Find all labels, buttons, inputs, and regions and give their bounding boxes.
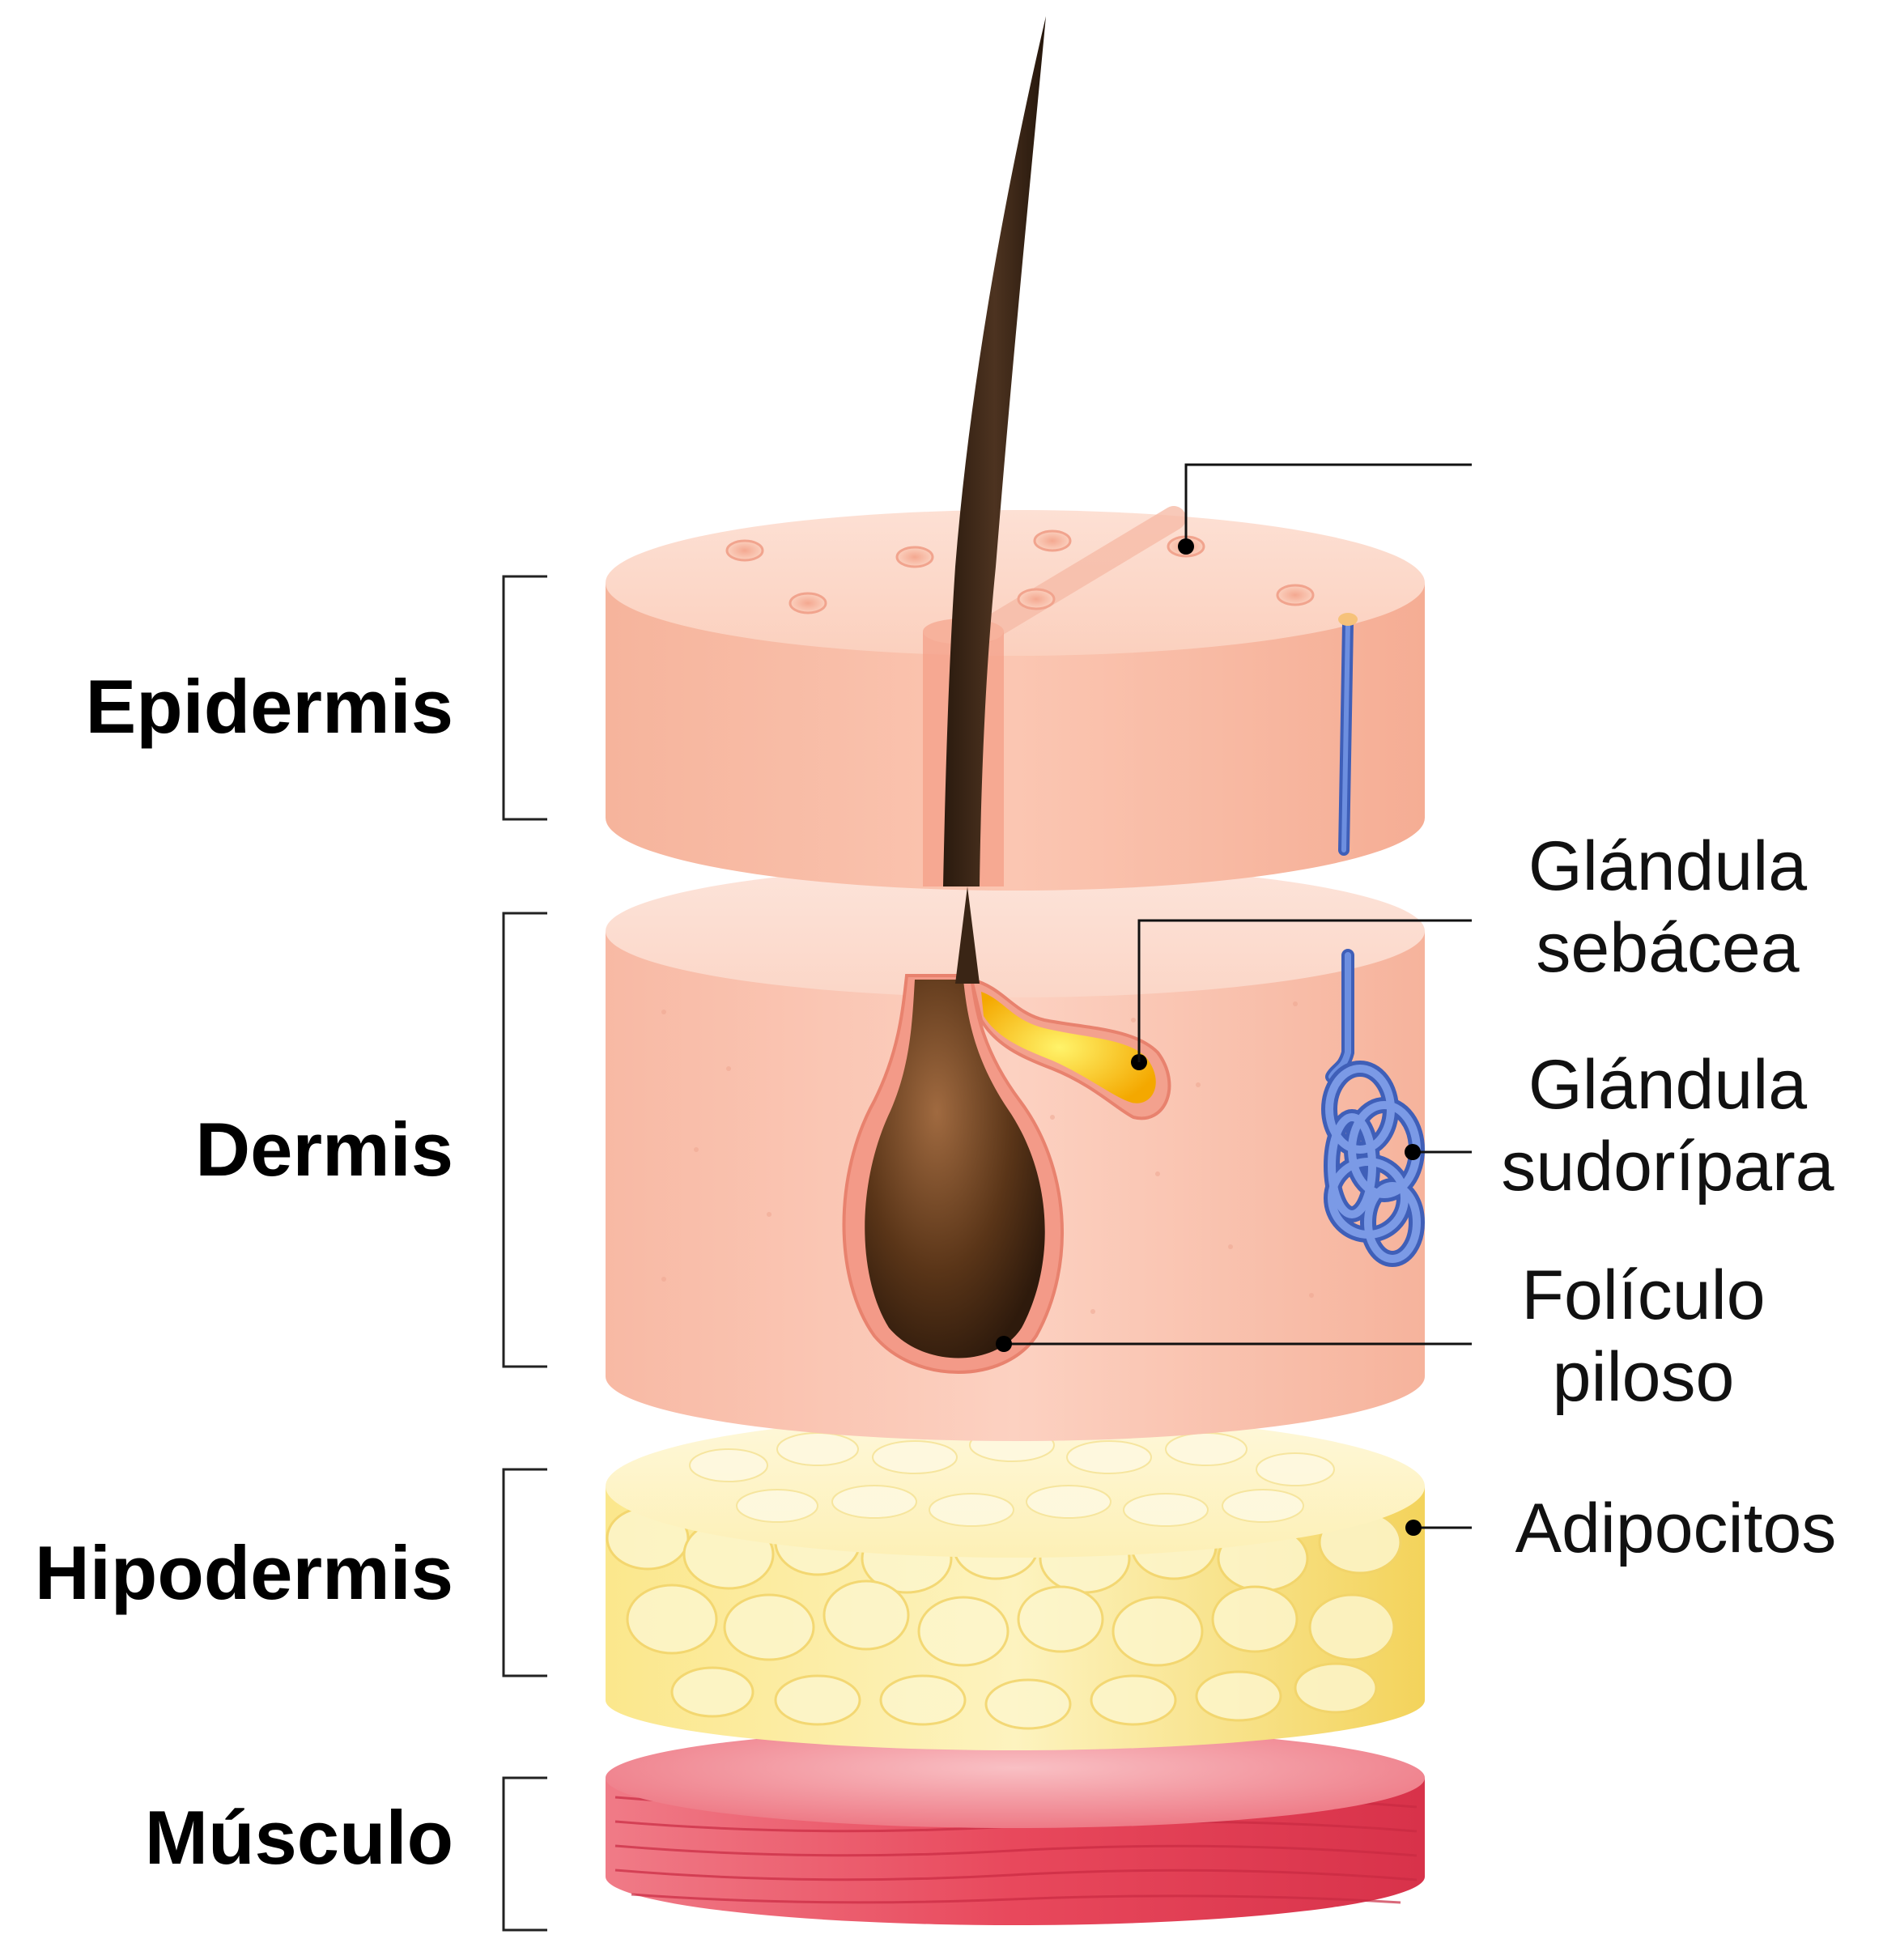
label-adipocytes: Adipocitos [1481, 1488, 1870, 1570]
label-sweat-line2: sudorípara [1481, 1126, 1854, 1208]
callout-dot-follicle [996, 1336, 1012, 1352]
label-sweat-gland: Glándula sudorípara [1481, 1044, 1854, 1209]
epidermis-layer [606, 510, 1425, 891]
label-hair-follicle: Folículo piloso [1481, 1255, 1805, 1419]
label-hipodermis: Hipodermis [0, 1535, 453, 1611]
label-follicle-line1: Folículo [1481, 1255, 1805, 1337]
label-sebaceous-line2: sebácea [1481, 908, 1854, 989]
callout-dot-sweat [1405, 1144, 1421, 1160]
bracket-epidermis [504, 576, 547, 819]
bracket-hipodermis [504, 1469, 547, 1676]
layer-brackets [504, 576, 547, 1930]
bracket-musculo [504, 1778, 547, 1930]
label-sweat-line1: Glándula [1481, 1044, 1854, 1126]
label-sebaceous-gland: Glándula sebácea [1481, 826, 1854, 990]
label-follicle-line2: piloso [1481, 1337, 1805, 1418]
dermis-layer [606, 865, 1425, 1441]
callout-dot-pore [1178, 538, 1194, 555]
callout-dot-adipocytes [1405, 1520, 1422, 1536]
hypodermis-layer [606, 1415, 1425, 1750]
label-sebaceous-line1: Glándula [1481, 826, 1854, 908]
label-epidermis: Epidermis [0, 669, 453, 745]
label-musculo: Músculo [0, 1800, 453, 1876]
muscle-layer [606, 1728, 1425, 1925]
bracket-dermis [504, 913, 547, 1367]
label-dermis: Dermis [0, 1112, 453, 1188]
